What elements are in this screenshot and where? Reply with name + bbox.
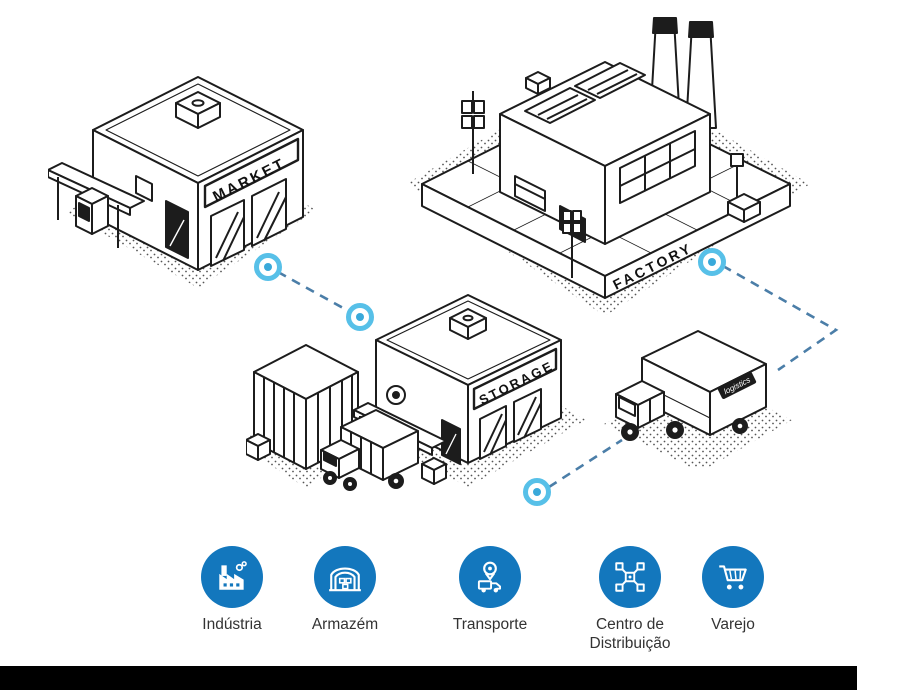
- legend-item-centro-de-distribuicao: Centro de Distribuição: [555, 546, 705, 654]
- delivery-truck-illustration: logistics: [604, 330, 792, 468]
- legend-label-armazem: Armazém: [311, 616, 379, 633]
- legend-circle-transporte: [459, 546, 521, 608]
- legend-label-transporte: Transporte: [452, 616, 528, 633]
- route-dashed-lines: [277, 264, 839, 489]
- market-building-illustration: MARKET: [48, 76, 316, 288]
- factory-icon: [219, 561, 247, 590]
- legend-item-industria: Indústria: [157, 546, 307, 634]
- legend-circle-industria: [201, 546, 263, 608]
- legend-item-armazem: Armazém: [270, 546, 420, 634]
- waypoint-dot-mid: [346, 303, 374, 331]
- legend-circle-armazem: [314, 546, 376, 608]
- market-structure: [48, 76, 304, 271]
- storage-structure: [246, 294, 562, 491]
- legend-label-varejo: Varejo: [711, 616, 755, 633]
- route-factory-to-truck: [722, 264, 839, 372]
- factory-building-illustration: FACTORY: [410, 17, 810, 316]
- legend-label-centro-de-distribuicao: Centro de Distribuição: [589, 616, 671, 653]
- route-market-to-storage: [277, 270, 355, 316]
- legend-item-transporte: Transporte: [415, 546, 565, 634]
- storage-building-illustration: STORAGE: [246, 294, 586, 491]
- bottom-black-bar: [0, 666, 857, 690]
- waypoint-dot-storage: [523, 478, 551, 506]
- warehouse-icon: [329, 567, 361, 592]
- legend-item-varejo: Varejo: [658, 546, 808, 634]
- factory-structure: [421, 17, 791, 299]
- shopping-cart-icon: [719, 565, 747, 590]
- route-storage-to-truck: [548, 438, 623, 489]
- waypoint-dot-market: [254, 253, 282, 281]
- legend-label-industria: Indústria: [202, 616, 262, 633]
- waypoint-dots: [254, 248, 726, 506]
- legend-circle-varejo: [702, 546, 764, 608]
- pin-truck-icon: [477, 561, 502, 593]
- legend-circle-centro-de-distribuicao: [599, 546, 661, 608]
- waypoint-dot-factory: [698, 248, 726, 276]
- distribution-network-icon: [615, 562, 645, 592]
